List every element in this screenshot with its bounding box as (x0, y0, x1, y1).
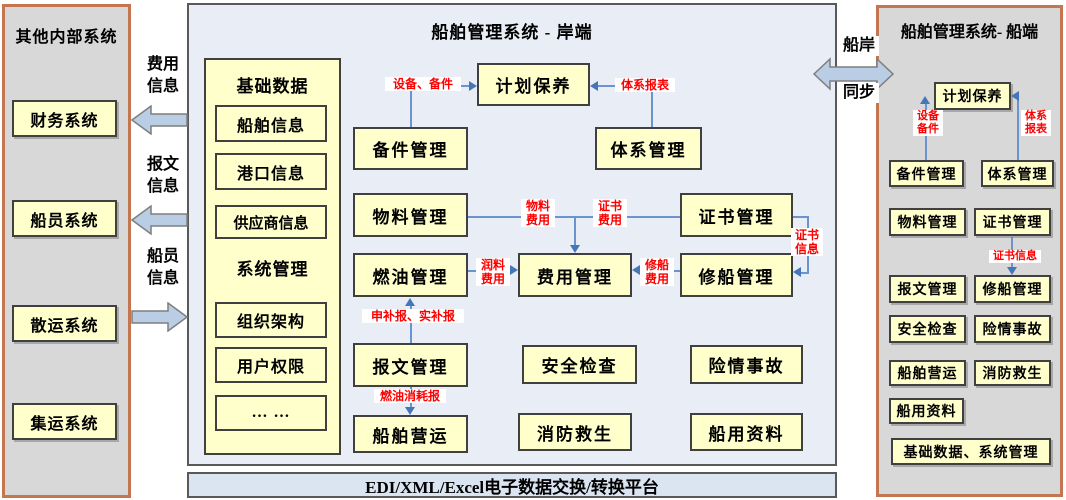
arrowhead-into-cost-top (570, 245, 580, 253)
ship-arrowhead-repair-top (1007, 267, 1017, 275)
fire-rescue-box: 消防救生 (518, 413, 632, 451)
ship-connector-system-to-plan (1017, 96, 1019, 160)
fuel-consumption-label: 燃油消耗报 (374, 389, 446, 404)
system-mgmt-header: 系统管理 (236, 260, 309, 279)
port-info-box: 港口信息 (215, 153, 327, 190)
supplier-info-box: 供应商信息 (215, 205, 327, 239)
ship-document-box: 船用资料 (889, 398, 964, 424)
arrowhead-into-repair-right (793, 267, 801, 277)
bulk-shipping-system-box: 散运系统 (12, 305, 117, 342)
repair-cost-label: 修船 费用 (640, 258, 674, 287)
arrowhead-into-plan-left (469, 81, 477, 91)
ship-cert-info-label: 证书信息 (989, 250, 1041, 263)
system-mgmt-box: 体系管理 (595, 127, 702, 170)
ship-base-system-box: 基础数据、系统管理 (891, 438, 1051, 465)
sync-label-top: 船岸 (839, 36, 879, 56)
message-info-flow-label: 报文 信息 (146, 156, 179, 195)
equip-spare-label: 设备、备件 (385, 77, 461, 92)
ship-operation-box: 船舶营运 (889, 360, 966, 386)
ship-safety-inspection-box: 安全检查 (889, 315, 966, 343)
finance-system-box: 财务系统 (12, 100, 117, 137)
connector-certinfo-h2 (801, 272, 809, 274)
connector-system-to-plan-v (651, 85, 653, 127)
repair-mgmt-box: 修船管理 (680, 253, 793, 297)
ship-arrowhead-plan-left (920, 96, 930, 104)
ship-arrowhead-plan-right (1011, 91, 1019, 101)
material-cost-label: 物料 费用 (521, 199, 555, 228)
arrowhead-into-fuel-bottom (405, 298, 415, 306)
ship-operation-box: 船舶营运 (353, 415, 468, 453)
ship-system-mgmt-box: 体系管理 (981, 160, 1054, 187)
edi-platform-bar: EDI/XML/Excel电子数据交换/转换平台 (187, 472, 837, 498)
fee-info-flow-label: 费用 信息 (146, 56, 179, 95)
shore-panel: 船舶管理系统 - 岸端 基础数据 船舶信息 港口信息 供应商信息 系统管理 组织… (187, 3, 837, 466)
connector-branch-to-cost (574, 216, 576, 246)
supplement-report-label: 申补报、实补报 (362, 309, 464, 324)
material-mgmt-box: 物料管理 (353, 193, 468, 237)
ship-equip-spare-label: 设备 备件 (913, 110, 943, 136)
system-report-label: 体系报表 (615, 78, 675, 93)
cost-mgmt-box: 费用管理 (518, 253, 632, 297)
certificate-mgmt-box: 证书管理 (680, 193, 793, 237)
ship-incident-accident-box: 险情事故 (974, 315, 1051, 343)
crew-info-right-arrow-icon (131, 302, 188, 332)
ship-system-report-label: 体系 报表 (1021, 110, 1051, 136)
connector-spare-to-plan-v (410, 85, 412, 127)
shore-panel-title: 船舶管理系统 - 岸端 (431, 23, 593, 42)
other-systems-title: 其他内部系统 (15, 29, 118, 46)
cert-cost-label: 证书 费用 (593, 199, 627, 228)
crew-info-flow-label: 船员 信息 (146, 248, 179, 287)
other-internal-systems-panel: 其他内部系统 财务系统 船员系统 散运系统 集运系统 (2, 4, 131, 498)
arrowhead-into-plan-right (590, 81, 598, 91)
message-mgmt-box: 报文管理 (353, 343, 468, 387)
ship-document-box: 船用资料 (690, 413, 803, 451)
planned-maintenance-box: 计划保养 (477, 63, 590, 106)
ship-planned-maintenance-box: 计划保养 (934, 82, 1011, 110)
crew-system-box: 船员系统 (12, 200, 117, 237)
ship-material-mgmt-box: 物料管理 (889, 208, 966, 236)
safety-inspection-box: 安全检查 (522, 345, 637, 384)
ship-spare-parts-box: 备件管理 (889, 160, 964, 187)
org-structure-box: 组织架构 (215, 302, 327, 338)
ship-shore-sync-arrow-icon (812, 57, 895, 91)
fee-info-left-arrow-icon (131, 105, 188, 135)
cert-info-label-shore: 证书 信息 (791, 228, 823, 257)
fuel-mgmt-box: 燃油管理 (353, 253, 468, 297)
ship-message-mgmt-box: 报文管理 (889, 275, 966, 303)
connector-message-to-fuel (410, 306, 412, 343)
ship-certificate-mgmt-box: 证书管理 (974, 208, 1051, 236)
ship-info-box: 船舶信息 (215, 105, 327, 142)
message-info-left-arrow-icon (131, 205, 188, 235)
ship-fire-rescue-box: 消防救生 (974, 360, 1051, 386)
base-data-header: 基础数据 (236, 77, 309, 96)
container-shipping-system-box: 集运系统 (12, 403, 117, 440)
incident-accident-box: 险情事故 (690, 345, 803, 384)
base-data-column: 基础数据 船舶信息 港口信息 供应商信息 系统管理 组织架构 用户权限 … … (204, 58, 341, 455)
sync-label-bottom: 同步 (839, 83, 879, 103)
ship-panel: 船舶管理系统- 船端 计划保养 备件管理 体系管理 物料管理 证书管理 报文管理… (876, 5, 1063, 497)
arrowhead-into-operation-top (405, 407, 415, 415)
spare-parts-box: 备件管理 (353, 127, 468, 170)
ship-repair-mgmt-box: 修船管理 (974, 275, 1051, 303)
arrowhead-into-cost-right (632, 265, 640, 275)
ellipsis-box: … … (215, 395, 327, 431)
lube-cost-label: 润料 费用 (476, 258, 510, 287)
arrowhead-into-cost-left (510, 265, 518, 275)
user-permission-box: 用户权限 (215, 347, 327, 383)
ship-panel-title: 船舶管理系统- 船端 (900, 24, 1039, 41)
connector-certinfo-h1 (791, 216, 809, 218)
